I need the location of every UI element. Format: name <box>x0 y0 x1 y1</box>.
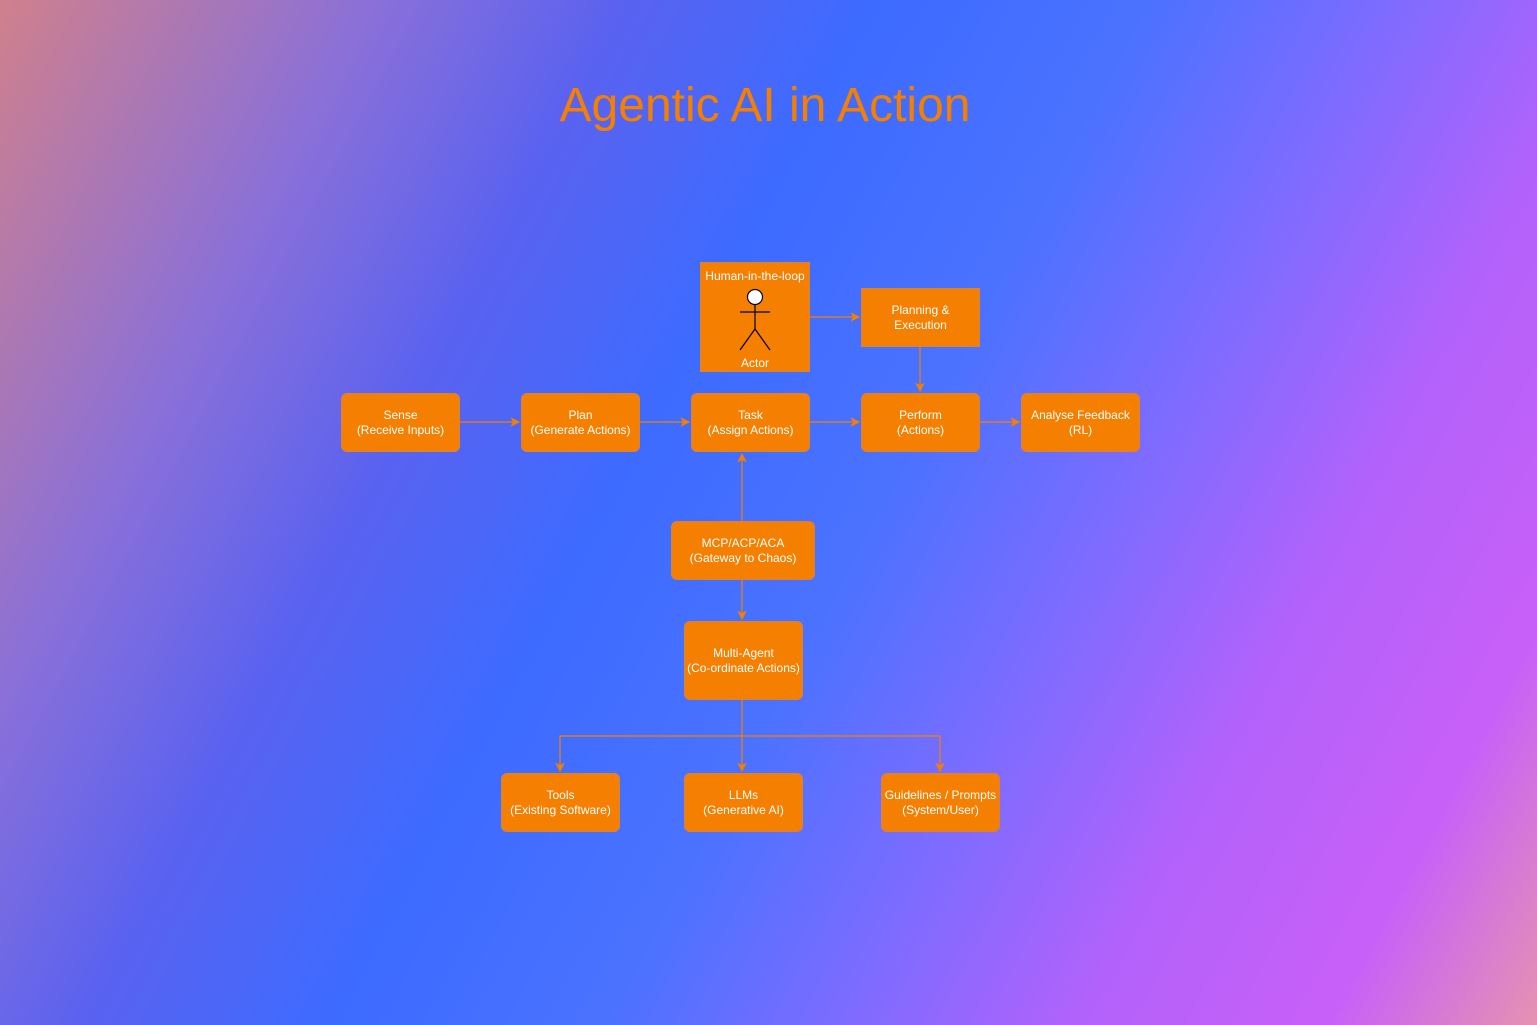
node-subtitle: (Actions) <box>896 422 945 437</box>
node-subtitle: Execution <box>894 317 947 332</box>
node-subtitle: (Generative AI) <box>703 802 784 817</box>
edge-multi-tools <box>555 735 742 773</box>
plan-node[interactable]: Plan(Generate Actions) <box>521 393 640 452</box>
node-title: MCP/ACP/ACA <box>701 535 785 550</box>
node-title: Tools <box>546 787 575 802</box>
task-node[interactable]: Task(Assign Actions) <box>691 393 810 452</box>
node-title: Task <box>738 407 763 422</box>
actor-icon <box>739 288 771 351</box>
mcp-node[interactable]: MCP/ACP/ACA(Gateway to Chaos) <box>671 521 815 580</box>
node-title: Guidelines / Prompts <box>884 787 997 802</box>
node-title: LLMs <box>728 787 759 802</box>
node-subtitle: (System/User) <box>902 802 979 817</box>
sense-node[interactable]: Sense(Receive Inputs) <box>341 393 460 452</box>
planning-execution-node[interactable]: Planning &Execution <box>861 288 980 347</box>
guidelines-node[interactable]: Guidelines / Prompts(System/User) <box>881 773 1000 832</box>
node-subtitle: (RL) <box>1068 422 1093 437</box>
tools-node[interactable]: Tools(Existing Software) <box>501 773 620 832</box>
node-subtitle: (Gateway to Chaos) <box>689 550 797 565</box>
edge-multi-guidelines <box>742 735 945 773</box>
human-label: Human-in-the-loop <box>705 269 805 283</box>
human-in-the-loop-node[interactable]: Human-in-the-loop Actor <box>700 262 810 372</box>
multi-agent-node[interactable]: Multi-Agent(Co-ordinate Actions) <box>684 621 803 700</box>
node-subtitle: (Assign Actions) <box>707 422 794 437</box>
perform-node[interactable]: Perform(Actions) <box>861 393 980 452</box>
node-subtitle: (Co-ordinate Actions) <box>687 660 800 675</box>
node-subtitle: (Existing Software) <box>510 802 611 817</box>
node-title: Plan <box>568 407 593 422</box>
diagram-title: Agentic AI in Action <box>559 79 971 132</box>
node-title: Perform <box>899 407 942 422</box>
node-subtitle: (Generate Actions) <box>530 422 631 437</box>
node-title: Planning & <box>891 302 950 317</box>
node-title: Sense <box>383 407 418 422</box>
actor-label: Actor <box>740 356 769 370</box>
node-title: Analyse Feedback <box>1031 407 1130 422</box>
node-title: Multi-Agent <box>713 645 774 660</box>
node-subtitle: (Receive Inputs) <box>356 422 445 437</box>
analyse-feedback-node[interactable]: Analyse Feedback(RL) <box>1021 393 1140 452</box>
llms-node[interactable]: LLMs(Generative AI) <box>684 773 803 832</box>
